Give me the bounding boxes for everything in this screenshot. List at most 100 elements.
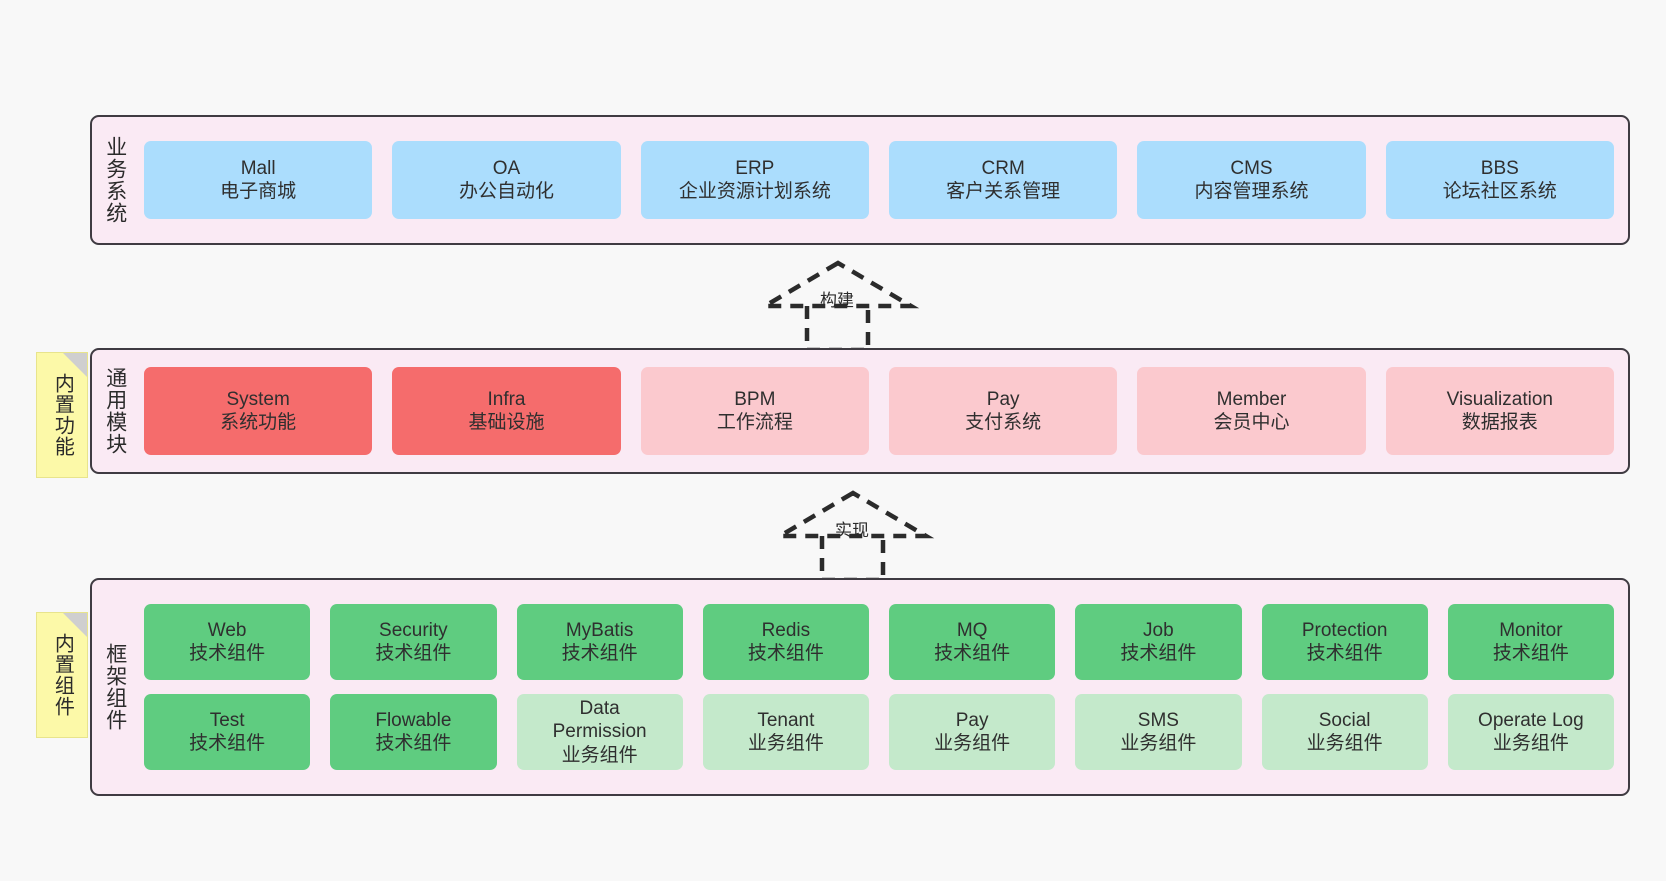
node-subtitle: 技术组件 bbox=[1120, 643, 1197, 664]
node-title: Job bbox=[1143, 619, 1174, 641]
node-flowable[interactable]: Flowable 技术组件 bbox=[330, 694, 497, 770]
connector-build-arrow bbox=[756, 260, 920, 353]
node-subtitle: 技术组件 bbox=[375, 733, 452, 754]
node-web[interactable]: Web 技术组件 bbox=[144, 604, 311, 680]
note-fold-icon bbox=[63, 353, 87, 377]
node-title: Test bbox=[209, 709, 245, 731]
node-job[interactable]: Job 技术组件 bbox=[1075, 604, 1242, 680]
node-infra[interactable]: Infra 基础设施 bbox=[392, 367, 621, 455]
node-tenant[interactable]: Tenant 业务组件 bbox=[702, 694, 869, 770]
connector-implement-arrow bbox=[771, 490, 935, 583]
node-subtitle: 业务组件 bbox=[1120, 733, 1197, 754]
node-mall[interactable]: Mall 电子商城 bbox=[144, 141, 373, 219]
note-builtin-components[interactable]: 内置组件 bbox=[36, 612, 88, 738]
node-subtitle: 技术组件 bbox=[561, 643, 638, 664]
node-title: ERP bbox=[735, 157, 775, 179]
node-system[interactable]: System 系统功能 bbox=[144, 367, 373, 455]
node-title: Operate Log bbox=[1478, 709, 1584, 731]
node-erp[interactable]: ERP 企业资源计划系统 bbox=[640, 141, 869, 219]
node-title: MQ bbox=[956, 619, 988, 641]
layer-title-business-systems: 业务系统 bbox=[103, 136, 127, 224]
node-member[interactable]: Member 会员中心 bbox=[1137, 367, 1366, 455]
node-pay-component[interactable]: Pay 业务组件 bbox=[889, 694, 1056, 770]
node-subtitle: 技术组件 bbox=[189, 643, 266, 664]
layer-body-business-systems: Mall 电子商城 OA 办公自动化 ERP 企业资源计划系统 CRM 客户关系… bbox=[138, 117, 1628, 243]
layer-body-framework-components: Web 技术组件 Security 技术组件 MyBatis 技术组件 Redi… bbox=[138, 580, 1628, 794]
node-operate-log[interactable]: Operate Log 业务组件 bbox=[1447, 694, 1614, 770]
node-title: MyBatis bbox=[565, 619, 634, 641]
node-subtitle: 电子商城 bbox=[220, 181, 297, 202]
node-title: Pay bbox=[986, 388, 1020, 410]
node-subtitle: 技术组件 bbox=[375, 643, 452, 664]
node-data-permission[interactable]: Data Permission 业务组件 bbox=[516, 694, 683, 770]
connector-build-label: 构建 bbox=[820, 291, 854, 310]
node-subtitle: 办公自动化 bbox=[458, 181, 554, 202]
node-title: Pay bbox=[955, 709, 989, 731]
node-crm[interactable]: CRM 客户关系管理 bbox=[888, 141, 1118, 219]
node-subtitle: 业务组件 bbox=[1306, 733, 1383, 754]
row-common-modules: System 系统功能 Infra 基础设施 BPM 工作流程 Pay 支付系统… bbox=[144, 367, 1614, 455]
row-framework-business: Test 技术组件 Flowable 技术组件 Data Permission … bbox=[144, 694, 1614, 770]
node-title: Member bbox=[1216, 388, 1287, 410]
node-title: Redis bbox=[761, 619, 811, 641]
node-title: Flowable bbox=[375, 709, 452, 731]
node-redis[interactable]: Redis 技术组件 bbox=[702, 604, 869, 680]
node-title: BBS bbox=[1480, 157, 1519, 179]
node-title: Protection bbox=[1301, 619, 1388, 641]
layer-framework-components[interactable]: 框架组件 Web 技术组件 Security 技术组件 MyBatis 技术组件… bbox=[90, 578, 1630, 796]
node-subtitle: 基础设施 bbox=[468, 412, 545, 433]
node-bbs[interactable]: BBS 论坛社区系统 bbox=[1385, 141, 1614, 219]
node-mybatis[interactable]: MyBatis 技术组件 bbox=[516, 604, 683, 680]
node-title: BPM bbox=[734, 388, 776, 410]
node-cms[interactable]: CMS 内容管理系统 bbox=[1137, 141, 1366, 219]
note-fold-icon bbox=[63, 613, 87, 637]
layer-title-framework-components: 框架组件 bbox=[103, 643, 127, 731]
connector-implement: 实现 bbox=[765, 488, 965, 588]
node-subtitle: 业务组件 bbox=[747, 733, 824, 754]
node-test[interactable]: Test 技术组件 bbox=[144, 694, 311, 770]
node-title: SMS bbox=[1137, 709, 1179, 731]
layer-common-modules[interactable]: 通用模块 System 系统功能 Infra 基础设施 BPM 工作流程 Pay… bbox=[90, 348, 1630, 474]
node-subtitle: 技术组件 bbox=[1492, 643, 1569, 664]
connector-implement-label: 实现 bbox=[835, 521, 869, 540]
node-subtitle: 支付系统 bbox=[965, 412, 1042, 433]
node-subtitle: 企业资源计划系统 bbox=[678, 181, 831, 202]
node-subtitle: 工作流程 bbox=[716, 412, 793, 433]
node-social[interactable]: Social 业务组件 bbox=[1261, 694, 1428, 770]
node-subtitle: 内容管理系统 bbox=[1194, 181, 1309, 202]
node-subtitle: 技术组件 bbox=[1306, 643, 1383, 664]
node-subtitle: 业务组件 bbox=[1492, 733, 1569, 754]
row-business-systems: Mall 电子商城 OA 办公自动化 ERP 企业资源计划系统 CRM 客户关系… bbox=[144, 141, 1614, 219]
node-security[interactable]: Security 技术组件 bbox=[330, 604, 497, 680]
node-title: Data Permission bbox=[552, 698, 647, 743]
node-title: Tenant bbox=[757, 709, 815, 731]
note-label: 内置功能 bbox=[51, 373, 74, 457]
node-subtitle: 业务组件 bbox=[934, 733, 1011, 754]
layer-body-common-modules: System 系统功能 Infra 基础设施 BPM 工作流程 Pay 支付系统… bbox=[138, 350, 1628, 472]
node-title: Social bbox=[1318, 709, 1371, 731]
node-title: OA bbox=[492, 157, 521, 179]
node-oa[interactable]: OA 办公自动化 bbox=[392, 141, 621, 219]
row-framework-tech: Web 技术组件 Security 技术组件 MyBatis 技术组件 Redi… bbox=[144, 604, 1614, 680]
layer-business-systems[interactable]: 业务系统 Mall 电子商城 OA 办公自动化 ERP 企业资源计划系统 CRM… bbox=[90, 115, 1630, 245]
node-subtitle: 论坛社区系统 bbox=[1442, 181, 1557, 202]
node-mq[interactable]: MQ 技术组件 bbox=[889, 604, 1056, 680]
node-title: Security bbox=[379, 619, 448, 641]
node-bpm[interactable]: BPM 工作流程 bbox=[640, 367, 869, 455]
node-subtitle: 技术组件 bbox=[189, 733, 266, 754]
node-title: Web bbox=[207, 619, 247, 641]
node-visualization[interactable]: Visualization 数据报表 bbox=[1385, 367, 1614, 455]
node-title: Infra bbox=[487, 388, 526, 410]
node-subtitle: 系统功能 bbox=[220, 412, 297, 433]
node-pay-module[interactable]: Pay 支付系统 bbox=[888, 367, 1118, 455]
node-subtitle: 技术组件 bbox=[934, 643, 1011, 664]
node-protection[interactable]: Protection 技术组件 bbox=[1261, 604, 1428, 680]
note-builtin-features[interactable]: 内置功能 bbox=[36, 352, 88, 478]
node-title: Mall bbox=[240, 157, 276, 179]
node-subtitle: 数据报表 bbox=[1461, 412, 1538, 433]
connector-build: 构建 bbox=[750, 258, 950, 358]
node-sms[interactable]: SMS 业务组件 bbox=[1075, 694, 1242, 770]
node-monitor[interactable]: Monitor 技术组件 bbox=[1447, 604, 1614, 680]
node-title: System bbox=[226, 388, 290, 410]
